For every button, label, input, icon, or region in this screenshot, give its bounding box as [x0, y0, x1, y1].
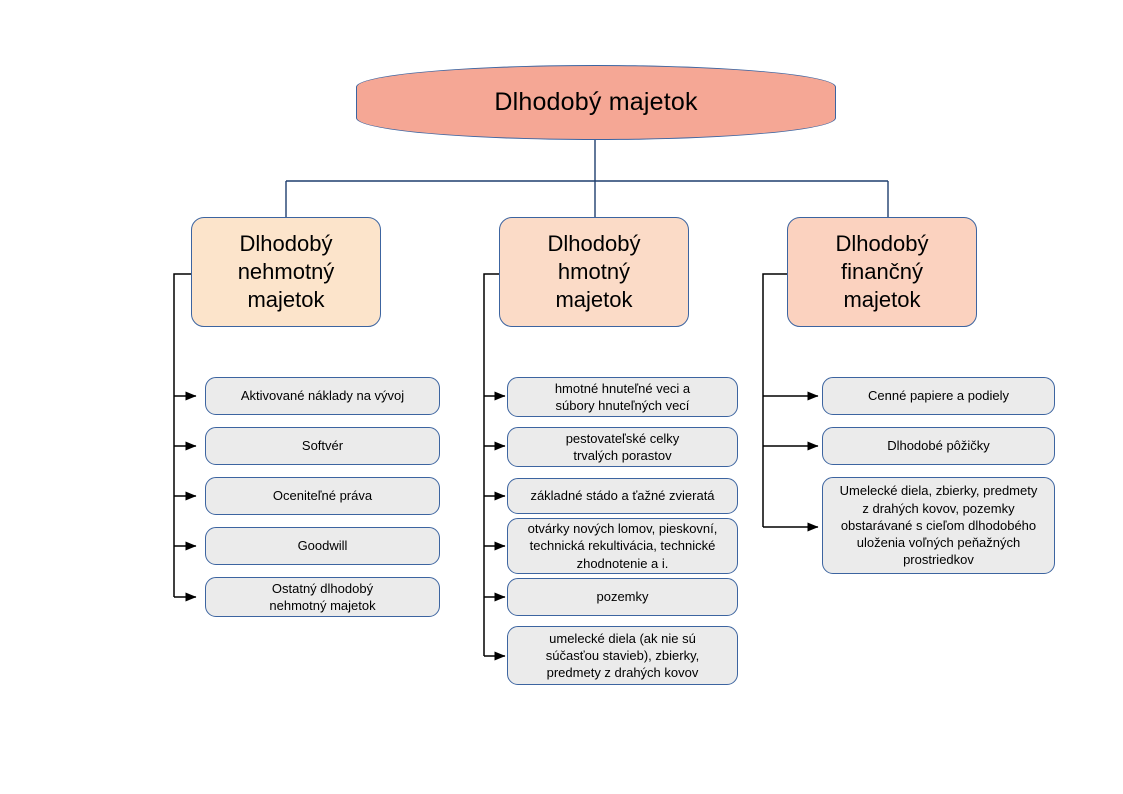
leaf-node-tangible-3[interactable]: základné stádo a ťažné zvieratá	[507, 478, 738, 514]
leaf-node-tangible-1[interactable]: hmotné hnuteľné veci a súbory hnuteľných…	[507, 377, 738, 417]
intangible-branch-connectors	[173, 273, 197, 602]
root-to-branches-connector	[285, 140, 889, 217]
branch-node-dlhodoby-nehmotny-majetok[interactable]: Dlhodobý nehmotný majetok	[191, 217, 381, 327]
branch-node-dlhodoby-hmotny-majetok[interactable]: Dlhodobý hmotný majetok	[499, 217, 689, 327]
leaf-node-intangible-4[interactable]: Goodwill	[205, 527, 440, 565]
tangible-branch-connectors	[483, 273, 506, 661]
leaf-node-intangible-1[interactable]: Aktivované náklady na vývoj	[205, 377, 440, 415]
leaf-node-financial-1[interactable]: Cenné papiere a podiely	[822, 377, 1055, 415]
leaf-node-tangible-6[interactable]: umelecké diela (ak nie sú súčasťou stavi…	[507, 626, 738, 685]
leaf-node-intangible-2[interactable]: Softvér	[205, 427, 440, 465]
leaf-node-intangible-5[interactable]: Ostatný dlhodobý nehmotný majetok	[205, 577, 440, 617]
leaf-node-tangible-4[interactable]: otvárky nových lomov, pieskovní, technic…	[507, 518, 738, 574]
root-node-dlhodoby-majetok[interactable]: Dlhodobý majetok	[356, 65, 836, 140]
branch-node-dlhodoby-financny-majetok[interactable]: Dlhodobý finančný majetok	[787, 217, 977, 327]
leaf-node-intangible-3[interactable]: Oceniteľné práva	[205, 477, 440, 515]
leaf-node-tangible-2[interactable]: pestovateľské celky trvalých porastov	[507, 427, 738, 467]
leaf-node-financial-3[interactable]: Umelecké diela, zbierky, predmety z drah…	[822, 477, 1055, 574]
leaf-node-financial-2[interactable]: Dlhodobé pôžičky	[822, 427, 1055, 465]
leaf-node-tangible-5[interactable]: pozemky	[507, 578, 738, 616]
